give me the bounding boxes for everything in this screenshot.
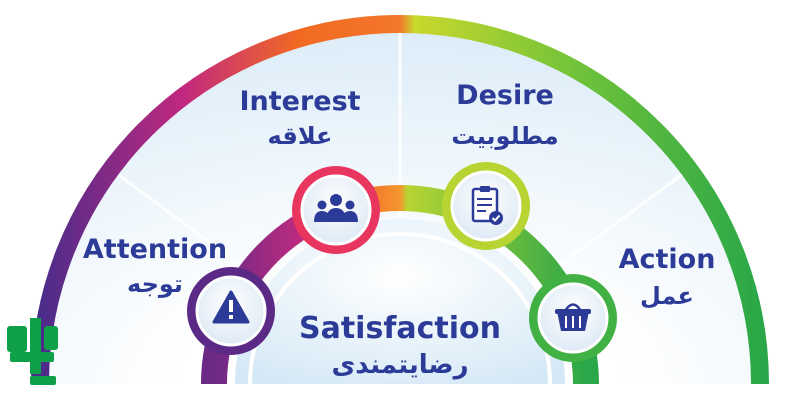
outer-arc <box>31 15 769 385</box>
basket-icon <box>555 303 591 331</box>
attention-subtitle: توجه <box>127 270 183 298</box>
interest-subtitle: علاقه <box>267 122 333 150</box>
action-subtitle: عمل <box>640 282 694 310</box>
satisfaction-subtitle: رضایتمندی <box>331 350 469 380</box>
desire-title: Desire <box>456 80 554 111</box>
interest-node <box>292 166 380 254</box>
desire-subtitle: مطلوبیت <box>451 122 559 150</box>
interest-title: Interest <box>239 86 361 117</box>
action-title: Action <box>618 244 716 275</box>
warning-icon <box>212 290 250 324</box>
desire-node <box>442 162 530 250</box>
brand-logo-icon <box>7 318 58 385</box>
satisfaction-title: Satisfaction <box>298 311 501 346</box>
action-node <box>529 274 617 362</box>
attention-title: Attention <box>82 234 228 265</box>
people-icon <box>314 194 358 222</box>
attention-node <box>187 267 275 355</box>
clipboard-check-icon <box>471 186 503 225</box>
